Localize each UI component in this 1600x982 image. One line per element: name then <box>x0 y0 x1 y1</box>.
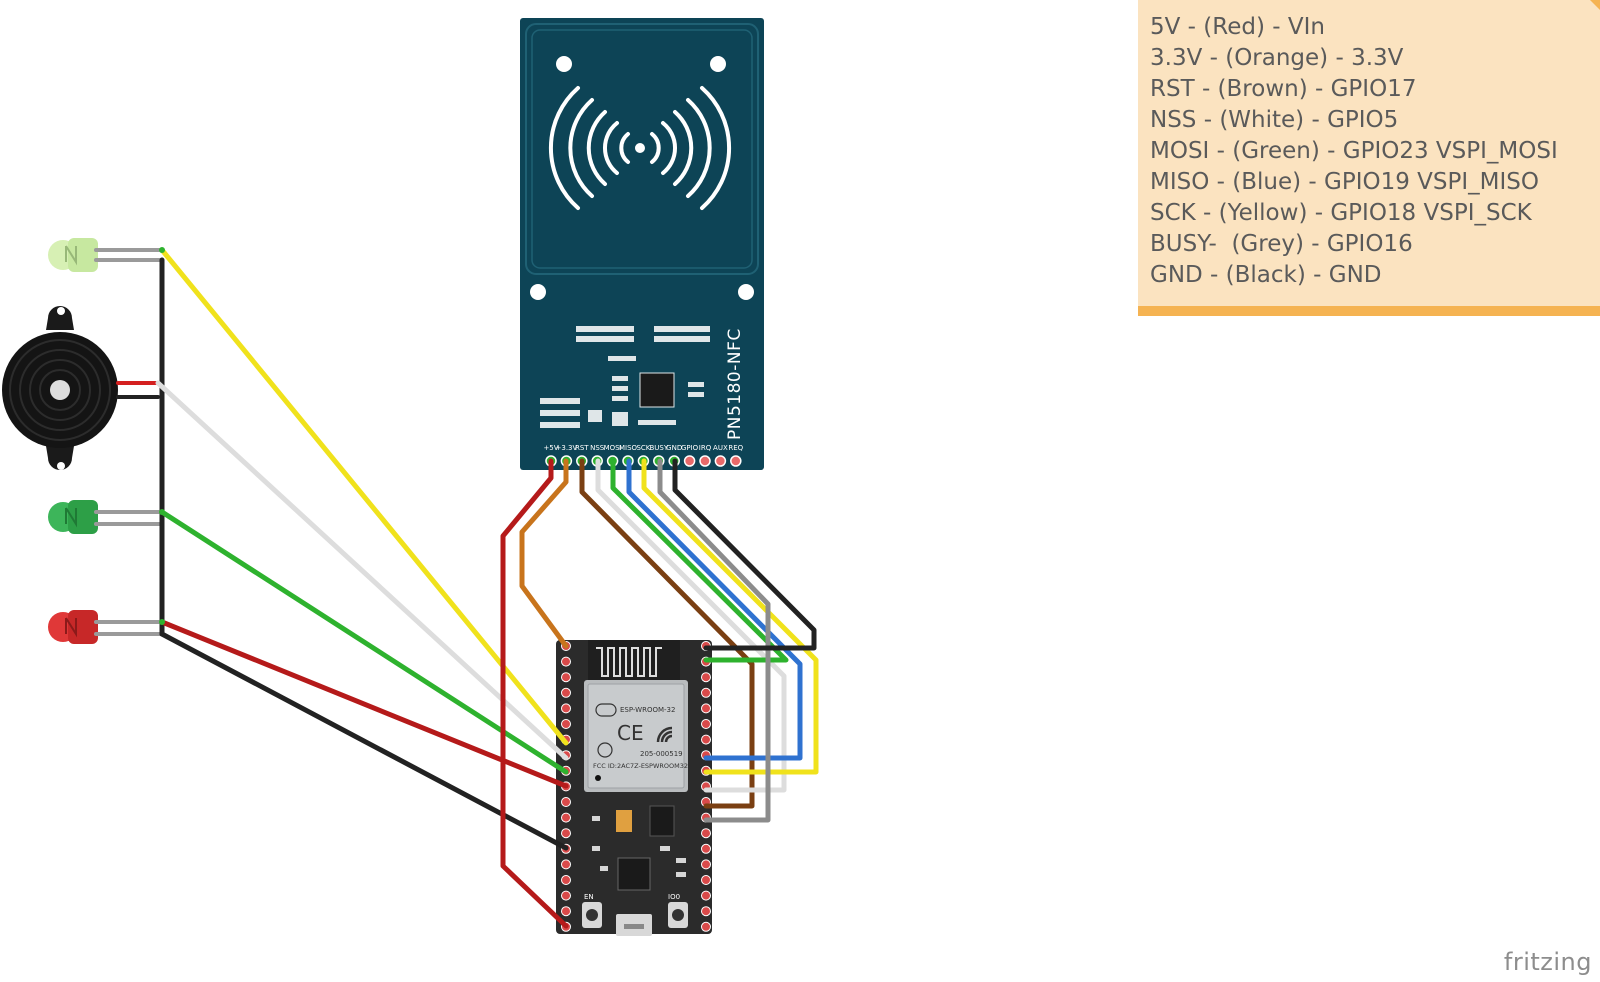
esp32-pin-pad[interactable] <box>561 703 571 714</box>
note-line-miso: MISO - (Blue) - GPIO19 VSPI_MISO <box>1150 169 1539 195</box>
esp32-pin-pad[interactable] <box>561 719 571 729</box>
nfc-pin-label: AUX <box>713 444 728 452</box>
nfc-wave-icon <box>548 86 732 210</box>
nfc-pin-pad[interactable] <box>714 455 727 467</box>
nfc-pin-label: BUSY <box>649 444 668 452</box>
nfc-pin-label: GND <box>666 444 682 452</box>
note-line-nss: NSS - (White) - GPIO5 <box>1150 107 1399 133</box>
buzzer <box>2 306 118 470</box>
note-line-3v3: 3.3V - (Orange) - 3.3V <box>1150 45 1404 71</box>
note-line-5v: 5V - (Red) - VIn <box>1150 14 1325 40</box>
led-green <box>48 500 98 534</box>
esp32-pin-pad[interactable] <box>701 719 711 729</box>
esp32-pin-pad[interactable] <box>561 656 571 667</box>
en-label: EN <box>584 893 594 901</box>
esp32-pin-pad[interactable] <box>561 828 571 839</box>
esp32-fcc-label: FCC ID:2AC7Z-ESPWROOM32 <box>593 762 688 770</box>
esp32-pin-pad[interactable] <box>701 672 711 683</box>
nfc-pin-pad[interactable] <box>730 455 742 467</box>
esp32-pin-pad[interactable] <box>561 906 571 917</box>
nfc-pin-label: SCK <box>636 444 650 452</box>
note-fold-icon <box>1590 0 1600 10</box>
nfc-pin-label: MISO <box>619 444 638 452</box>
pin-mapping-note: 5V - (Red) - VIn 3.3V - (Orange) - 3.3V … <box>1138 0 1600 316</box>
esp32-pin-pad[interactable] <box>701 921 711 932</box>
nfc-pin-label: IRQ <box>699 444 712 452</box>
nfc-pin-pad[interactable] <box>683 455 696 467</box>
esp32-pin-pad[interactable] <box>561 890 571 901</box>
led-red <box>48 610 98 644</box>
en-button[interactable] <box>582 902 602 928</box>
esp32-pin-pad[interactable] <box>701 734 711 745</box>
note-line-gnd: GND - (Black) - GND <box>1150 262 1382 288</box>
wires <box>94 247 819 929</box>
esp32-pin-pad[interactable] <box>561 797 571 807</box>
esp32-pin-pad[interactable] <box>701 843 711 854</box>
esp32-pin-pad[interactable] <box>561 687 571 698</box>
esp32-pin-pad[interactable] <box>701 890 711 901</box>
esp32-pin-pad[interactable] <box>701 906 711 917</box>
nfc-pin-label: GPIO <box>681 444 699 452</box>
note-line-busy: BUSY- (Grey) - GPIO16 <box>1150 231 1413 257</box>
esp32-pin-pad[interactable] <box>561 672 571 683</box>
nfc-pin-label: RST <box>575 444 589 452</box>
esp32-pin-pad[interactable] <box>561 812 571 823</box>
note-line-rst: RST - (Brown) - GPIO17 <box>1150 76 1417 102</box>
esp32-pin-pad[interactable] <box>561 859 571 870</box>
esp32-pin-pad[interactable] <box>701 875 711 885</box>
esp32-module-label: ESP-WROOM-32 <box>620 706 675 714</box>
esp32-pin-pad[interactable] <box>561 875 571 885</box>
wifi-logo-icon <box>656 726 673 743</box>
io0-label: IO0 <box>668 893 680 901</box>
nfc-pin-label: REQ <box>728 444 743 452</box>
nfc-board-label: PN5180-NFC <box>725 328 745 440</box>
fritzing-logo: fritzing <box>1503 948 1592 976</box>
nfc-pin-label: +3.3V <box>556 444 578 452</box>
nfc-pin-pad[interactable] <box>699 455 711 467</box>
wire-ends <box>159 247 165 625</box>
ce-mark-icon: CE <box>617 721 644 745</box>
esp32-pin-pad[interactable] <box>701 828 711 839</box>
nfc-pin-label: +5V <box>543 444 558 452</box>
esp32-pin-pad[interactable] <box>701 687 711 698</box>
esp32-board: ESP-WROOM-32 CE 205-000519 FCC ID:2AC7Z-… <box>556 640 712 936</box>
esp32-cert-label: 205-000519 <box>640 750 683 758</box>
io0-button[interactable] <box>668 902 688 928</box>
note-line-mosi: MOSI - (Green) - GPIO23 VSPI_MOSI <box>1150 138 1558 164</box>
esp32-pin-pad[interactable] <box>701 703 711 714</box>
note-line-sck: SCK - (Yellow) - GPIO18 VSPI_SCK <box>1150 200 1532 226</box>
led-light-green <box>48 238 98 272</box>
nfc-pin-label: NSS <box>590 444 605 452</box>
nfc-pin-label: MOSI <box>604 444 622 452</box>
esp32-pin-pad[interactable] <box>701 859 711 870</box>
